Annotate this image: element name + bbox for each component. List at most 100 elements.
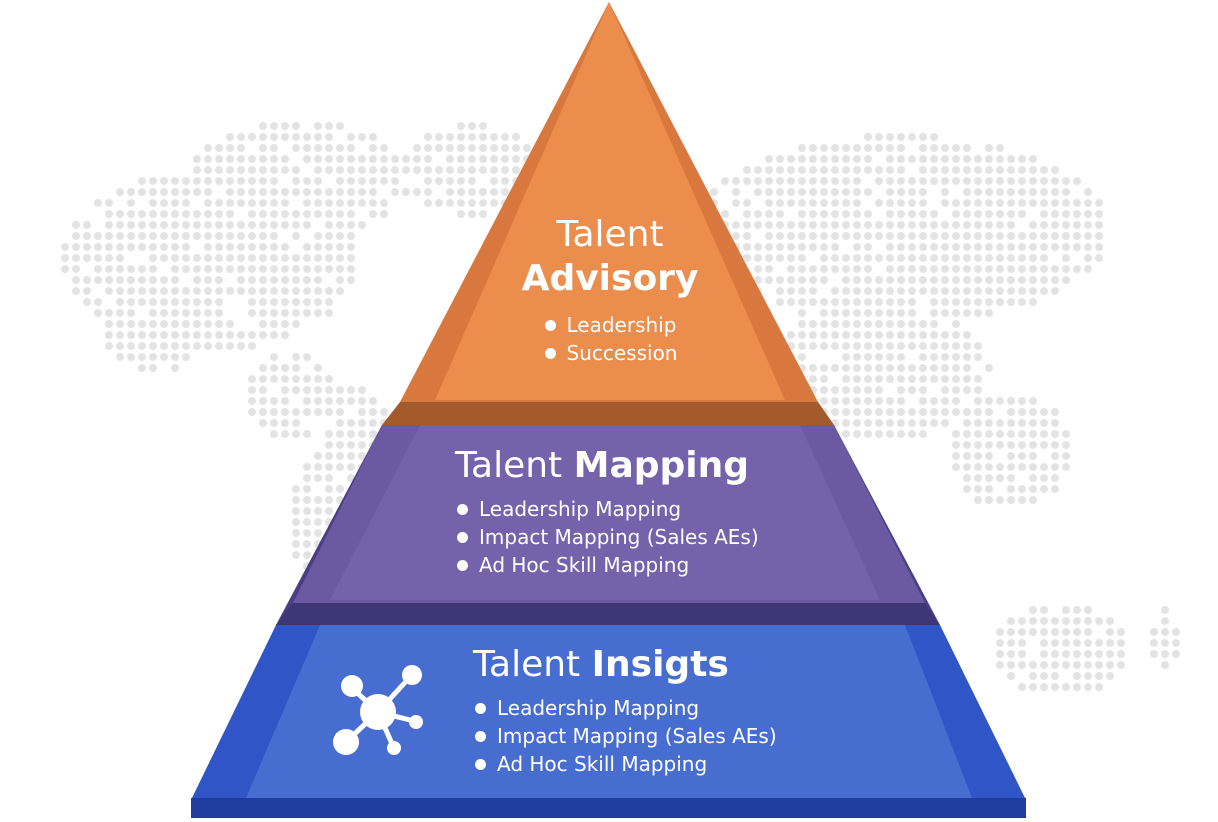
map-dot: [94, 265, 102, 273]
map-dot: [886, 232, 894, 240]
map-dot: [303, 287, 311, 295]
map-dot: [1051, 210, 1059, 218]
map-dot: [336, 408, 344, 416]
map-dot: [281, 199, 289, 207]
map-dot: [303, 276, 311, 284]
map-dot: [952, 463, 960, 471]
map-dot: [270, 276, 278, 284]
map-dot: [270, 232, 278, 240]
map-dot: [457, 133, 465, 141]
map-dot: [1029, 617, 1037, 625]
map-dot: [809, 243, 817, 251]
map-dot: [798, 342, 806, 350]
map-dot: [1007, 254, 1015, 262]
map-dot: [1018, 210, 1026, 218]
map-dot: [61, 254, 69, 262]
map-dot: [886, 430, 894, 438]
map-dot: [798, 199, 806, 207]
map-dot: [831, 221, 839, 229]
map-dot: [1051, 485, 1059, 493]
map-dot: [270, 122, 278, 130]
map-dot: [314, 122, 322, 130]
map-dot: [138, 364, 146, 372]
map-dot: [974, 397, 982, 405]
map-dot: [985, 166, 993, 174]
map-dot: [985, 298, 993, 306]
map-dot: [248, 397, 256, 405]
map-dot: [149, 210, 157, 218]
map-dot: [897, 188, 905, 196]
map-dot: [314, 298, 322, 306]
map-dot: [171, 342, 179, 350]
map-dot: [281, 133, 289, 141]
map-dot: [963, 463, 971, 471]
map-dot: [853, 243, 861, 251]
map-dot: [1106, 639, 1114, 647]
map-dot: [930, 177, 938, 185]
map-dot: [259, 122, 267, 130]
map-dot: [270, 320, 278, 328]
map-dot: [292, 144, 300, 152]
map-dot: [347, 199, 355, 207]
map-dot: [171, 309, 179, 317]
map-dot: [292, 265, 300, 273]
map-dot: [204, 166, 212, 174]
map-dot: [996, 265, 1004, 273]
map-dot: [941, 419, 949, 427]
map-dot: [292, 375, 300, 383]
map-dot: [864, 386, 872, 394]
map-dot: [996, 199, 1004, 207]
map-dot: [204, 221, 212, 229]
map-dot: [369, 133, 377, 141]
map-dot: [149, 320, 157, 328]
map-dot: [281, 243, 289, 251]
map-dot: [226, 254, 234, 262]
map-dot: [424, 133, 432, 141]
map-dot: [149, 364, 157, 372]
map-dot: [1051, 287, 1059, 295]
map-dot: [292, 210, 300, 218]
map-dot: [314, 166, 322, 174]
map-dot: [809, 298, 817, 306]
map-dot: [303, 540, 311, 548]
map-dot: [963, 474, 971, 482]
map-dot: [424, 166, 432, 174]
map-dot: [1051, 474, 1059, 482]
map-dot: [182, 254, 190, 262]
map-dot: [292, 408, 300, 416]
map-dot: [1018, 397, 1026, 405]
map-dot: [1095, 617, 1103, 625]
map-dot: [94, 199, 102, 207]
map-dot: [963, 386, 971, 394]
map-dot: [105, 287, 113, 295]
map-dot: [369, 397, 377, 405]
map-dot: [446, 166, 454, 174]
map-dot: [952, 265, 960, 273]
map-dot: [270, 408, 278, 416]
map-dot: [248, 254, 256, 262]
map-dot: [919, 364, 927, 372]
map-dot: [325, 188, 333, 196]
map-dot: [259, 155, 267, 163]
map-dot: [160, 298, 168, 306]
map-dot: [479, 122, 487, 130]
map-dot: [930, 287, 938, 295]
map-dot: [1040, 606, 1048, 614]
map-dot: [457, 144, 465, 152]
map-dot: [996, 177, 1004, 185]
map-dot: [237, 287, 245, 295]
map-dot: [1095, 254, 1103, 262]
map-dot: [864, 342, 872, 350]
map-dot: [215, 144, 223, 152]
map-dot: [512, 166, 520, 174]
map-dot: [127, 342, 135, 350]
map-dot: [1007, 221, 1015, 229]
map-dot: [204, 188, 212, 196]
map-dot: [336, 199, 344, 207]
map-dot: [226, 331, 234, 339]
map-dot: [479, 166, 487, 174]
map-dot: [1040, 650, 1048, 658]
map-dot: [303, 397, 311, 405]
map-dot: [798, 254, 806, 262]
map-dot: [809, 287, 817, 295]
